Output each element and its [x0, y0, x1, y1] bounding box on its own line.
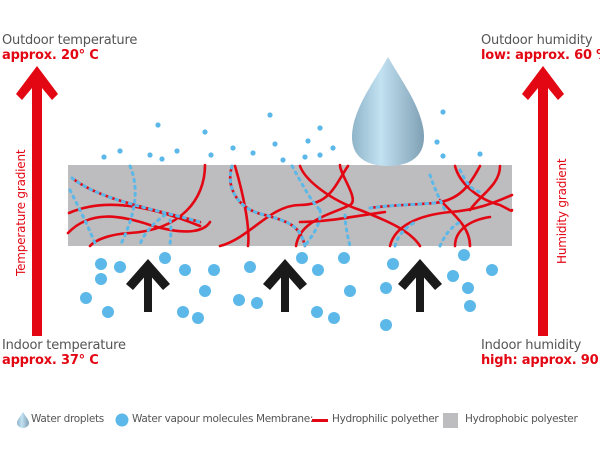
outdoor-temperature-label: Outdoor temperature [2, 33, 138, 48]
vapour-molecules-outdoor [101, 109, 483, 163]
temperature-gradient-arrow [16, 66, 58, 336]
vapour-molecules-indoor [80, 249, 498, 331]
outdoor-temperature-value: approx. 20° C [2, 48, 99, 63]
humidity-gradient-label: Humidity gradient [555, 158, 569, 264]
legend-water-vapour: Water vapour molecules [132, 413, 254, 425]
hydrophilic-chains [66, 163, 514, 248]
indoor-temperature-label: Indoor temperature [2, 338, 126, 353]
vapour-flow-arrow-2 [263, 259, 307, 312]
legend-water-drop-icon [17, 412, 29, 428]
vapour-paths [68, 164, 482, 248]
legend-vapour-molecule-icon [115, 413, 129, 427]
humidity-gradient-arrow [522, 66, 564, 336]
legend: Water droplets Water vapour molecules Me… [0, 411, 600, 429]
vapour-flow-arrow-3 [398, 259, 442, 312]
indoor-humidity-label: Indoor humidity [481, 338, 582, 353]
indoor-humidity-value: high: approx. 90 % [481, 353, 600, 368]
outdoor-humidity-value: low: approx. 60 % [481, 48, 600, 63]
legend-membrane: Membrane: [256, 413, 314, 425]
indoor-temperature-value: approx. 37° C [2, 353, 99, 368]
legend-hydrophobic-swatch-icon [443, 413, 458, 428]
legend-water-droplets: Water droplets [31, 413, 104, 425]
vapour-flow-arrow-1 [126, 259, 170, 312]
legend-hydrophobic: Hydrophobic polyester [465, 413, 578, 425]
legend-hydrophilic: Hydrophilic polyether [332, 413, 439, 425]
temperature-gradient-label: Temperature gradient [14, 149, 28, 276]
water-droplet [352, 57, 424, 166]
legend-hydrophilic-line-icon [312, 419, 328, 422]
outdoor-humidity-label: Outdoor humidity [481, 33, 593, 48]
